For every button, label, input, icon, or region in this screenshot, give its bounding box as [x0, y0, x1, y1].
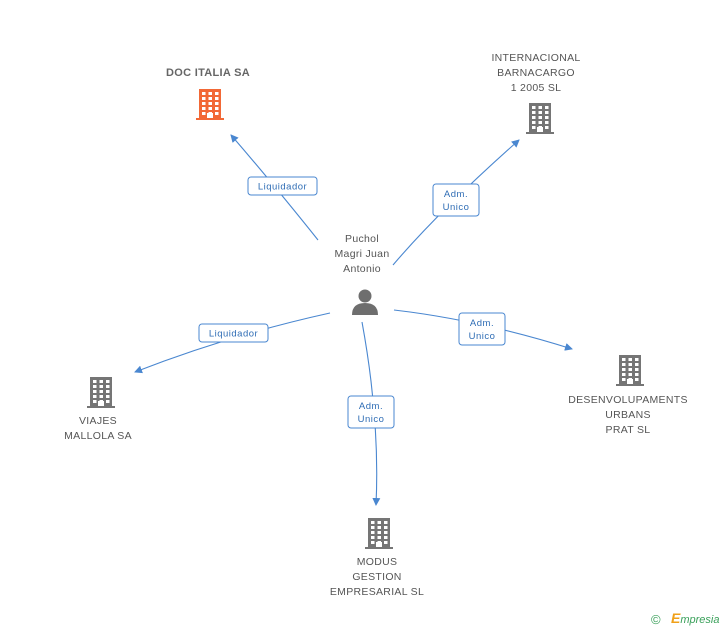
company-name-line: URBANS [605, 409, 651, 421]
relation-label-line: Liquidador [258, 182, 307, 193]
footer: © Empresia [651, 610, 719, 627]
company-node-doc-italia[interactable]: DOC ITALIA SA [166, 67, 250, 120]
company-name-line: DOC ITALIA SA [166, 67, 250, 79]
relation-label-line: Adm. [359, 401, 383, 412]
building-icon[interactable] [616, 355, 644, 386]
relation-label[interactable]: Liquidador [198, 323, 269, 343]
relation-label[interactable]: Adm. Unico [458, 312, 506, 346]
company-name-line: DESENVOLUPAMENTS [568, 394, 688, 406]
edge-viajes-mallola: Liquidador [134, 312, 331, 374]
copyright-symbol: © [651, 612, 661, 627]
person-name-line: Magri Juan [335, 248, 390, 260]
relation-label-text: Liquidador [258, 182, 307, 193]
nodes-layer: DOC ITALIA SA INTERNACIONAL BARNACARGO 1 20… [64, 52, 688, 598]
relation-label-line: Adm. [444, 189, 468, 200]
building-icon[interactable] [196, 89, 224, 120]
relation-label-line: Adm. [470, 318, 494, 329]
relation-label-text: Liquidador [209, 329, 258, 340]
relation-label-text: Adm. Unico [443, 189, 470, 213]
person-name-line: Antonio [343, 263, 381, 275]
relation-label[interactable]: Liquidador [247, 176, 318, 196]
company-name-line: GESTION [352, 571, 401, 583]
company-name: MODUS GESTION EMPRESARIAL SL [330, 556, 424, 598]
relation-label-box [347, 395, 395, 429]
relation-label-line: Liquidador [209, 329, 258, 340]
relation-label[interactable]: Adm. Unico [432, 183, 480, 217]
relation-label-line: Unico [358, 414, 385, 425]
building-icon[interactable] [365, 518, 393, 549]
company-name-line: MODUS [357, 556, 398, 568]
relation-label-line: Unico [469, 331, 496, 342]
edge-modus-gestion: Adm. Unico [347, 321, 395, 506]
relation-label-text: Adm. Unico [358, 401, 385, 425]
relation-label-text: Adm. Unico [469, 318, 496, 342]
relation-label-line: Unico [443, 202, 470, 213]
relation-label[interactable]: Adm. Unico [347, 395, 395, 429]
company-name-line: VIAJES [79, 415, 117, 427]
relation-label-box [198, 323, 269, 343]
company-name: VIAJES MALLOLA SA [64, 415, 132, 442]
brand-logo: Empresia [671, 610, 719, 626]
company-name-line: BARNACARGO [497, 67, 575, 79]
company-name-line: PRAT SL [606, 424, 651, 436]
relation-label-box [432, 183, 480, 217]
building-icon[interactable] [87, 377, 115, 408]
company-name-line: EMPRESARIAL SL [330, 586, 424, 598]
brand-rest: mpresia [680, 614, 719, 626]
building-icon[interactable] [526, 103, 554, 134]
company-name: DESENVOLUPAMENTS URBANS PRAT SL [568, 394, 688, 436]
edges-layer: LiquidadorAdm.UnicoLiquidadorAdm.UnicoAd… [134, 134, 573, 506]
company-node-viajes-mallola[interactable]: VIAJES MALLOLA SA [64, 377, 132, 442]
company-node-internacional-barnacargo[interactable]: INTERNACIONAL BARNACARGO 1 2005 SL [491, 52, 580, 134]
company-name: DOC ITALIA SA [166, 67, 250, 79]
brand-initial: E [671, 610, 681, 626]
person-name-line: Puchol [345, 233, 379, 245]
relation-label-box [458, 312, 506, 346]
edge-doc-italia: Liquidador [230, 134, 319, 241]
company-name-line: MALLOLA SA [64, 430, 132, 442]
company-node-modus-gestion[interactable]: MODUS GESTION EMPRESARIAL SL [330, 518, 424, 598]
person-icon[interactable] [352, 289, 378, 316]
company-name-line: 1 2005 SL [511, 82, 562, 94]
company-name: INTERNACIONAL BARNACARGO 1 2005 SL [491, 52, 580, 94]
company-node-desenvolupaments[interactable]: DESENVOLUPAMENTS URBANS PRAT SL [568, 355, 688, 436]
company-name-line: INTERNACIONAL [491, 52, 580, 64]
relation-label-box [247, 176, 318, 196]
edge-internacional-barnacargo: Adm. Unico [392, 139, 520, 266]
edge-desenvolupaments: Adm. Unico [393, 309, 573, 351]
